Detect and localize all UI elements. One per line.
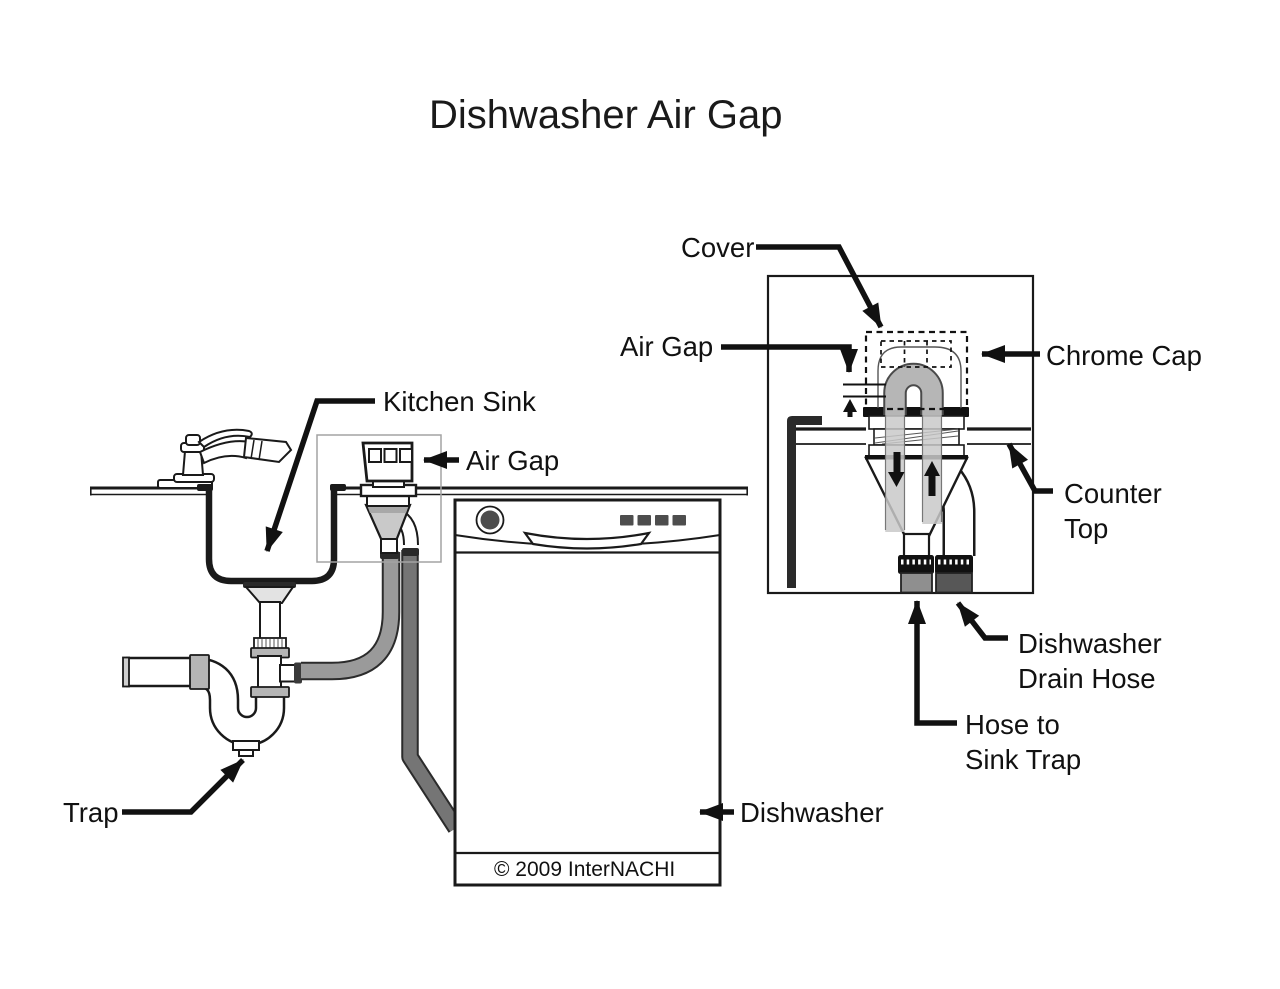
p-trap: [122, 637, 302, 757]
dishwasher-drain-hose-stub: [935, 572, 973, 594]
label-air-gap-left: Air Gap: [466, 445, 560, 476]
water-path-tube: [883, 362, 944, 532]
dishwasher-drain-hose-arrow: [955, 601, 1008, 641]
dishwasher-buttons: [620, 515, 686, 526]
air-gap-highlight-box: [316, 434, 442, 563]
label-trap: Trap: [63, 797, 119, 828]
sink-drain-tailpiece: [243, 582, 296, 641]
label-dishwasher-drain-hose: Dishwasher Drain Hose: [1018, 628, 1162, 694]
label-counter-top: Counter Top: [1064, 478, 1162, 544]
hose-airgap-to-dishwasher: [393, 508, 464, 833]
hose-to-sink-trap-stub: [900, 572, 933, 594]
leader-lines: [122, 244, 1053, 821]
label-cover: Cover: [681, 232, 755, 263]
air-gap-detail-view: [766, 274, 1035, 595]
detail-hose-connections: [898, 555, 973, 594]
air-gap-dimension-marks: [843, 383, 886, 417]
label-air-gap-detail: Air Gap: [620, 331, 714, 362]
flow-arrows: [888, 452, 940, 496]
trap-arrow: [122, 758, 245, 815]
cover-arrow: [756, 244, 884, 329]
page-title: Dishwasher Air Gap: [429, 93, 783, 137]
label-chrome-cap: Chrome Cap: [1046, 340, 1202, 371]
hose-to-sink-trap-arrow: [908, 600, 957, 726]
air-gap-device: [316, 434, 442, 563]
counter-top-arrow: [1006, 442, 1053, 494]
cover-outline: [877, 346, 962, 409]
faucet: [173, 428, 293, 483]
dishwasher-handle: [522, 531, 652, 550]
chrome-cap-dashed-outline: [864, 330, 969, 411]
copyright-notice: © 2009 InterNACHI: [494, 858, 676, 881]
kitchen-sink-arrow: [264, 398, 375, 552]
air-gap-detail-arrow: [721, 344, 858, 373]
hose-airgap-to-trap: [301, 552, 401, 681]
label-kitchen-sink: Kitchen Sink: [383, 386, 536, 417]
label-dishwasher: Dishwasher: [740, 797, 884, 828]
dishwasher-unit: [453, 498, 722, 887]
sink-wall-section: [787, 416, 822, 588]
label-hose-to-sink-trap: Hose to Sink Trap: [965, 709, 1082, 775]
